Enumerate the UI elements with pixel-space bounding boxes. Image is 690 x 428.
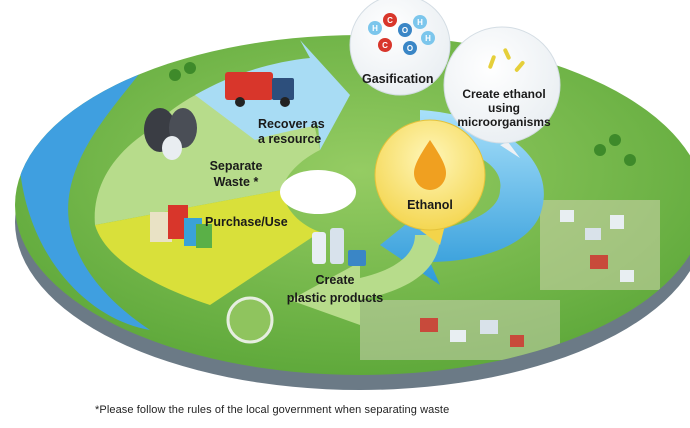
footnote: *Please follow the rules of the local go… <box>95 404 450 416</box>
molecule-label: C <box>387 16 393 25</box>
plastic-arrow <box>290 235 440 325</box>
separate-label-2: Waste * <box>214 175 259 189</box>
molecule-atom <box>383 13 397 27</box>
plastic-label-1: Create <box>316 273 355 287</box>
plastic-label-2: plastic products <box>287 291 384 305</box>
ethanol-bubble <box>374 119 486 245</box>
gasification-label: Gasification <box>362 72 434 86</box>
molecule-atom <box>421 31 435 45</box>
plastic-bottles-illustration <box>312 228 366 266</box>
molecule-label: C <box>382 41 388 50</box>
purchase-label: Purchase/Use <box>205 215 288 229</box>
molecule-atom <box>403 41 417 55</box>
molecule-atom <box>413 15 427 29</box>
microorganisms-icon <box>488 48 525 72</box>
molecule-atom <box>378 38 392 52</box>
molecule-label: H <box>425 34 431 43</box>
ethanol-drop-icon <box>414 140 446 190</box>
shopping-bags-illustration <box>150 205 212 248</box>
garbage-truck-illustration <box>225 72 294 107</box>
create-ethanol-bubble <box>443 26 561 158</box>
separate-label-1: Separate <box>210 159 263 173</box>
recover-label-1: Recover as <box>258 117 325 131</box>
molecule-label: O <box>402 26 408 35</box>
create-ethanol-label-2: using <box>488 101 520 115</box>
molecule-label: H <box>417 18 423 27</box>
center-hole <box>280 170 356 214</box>
recover-label-2: a resource <box>258 132 321 146</box>
molecule-atom <box>398 23 412 37</box>
create-ethanol-label-3: microorganisms <box>457 115 551 129</box>
create-ethanol-label-1: Create ethanol <box>462 87 545 101</box>
city-area <box>169 62 660 360</box>
waste-bags-illustration <box>144 108 197 160</box>
molecule-atom <box>368 21 382 35</box>
ethanol-label: Ethanol <box>407 198 453 212</box>
molecule-label: O <box>407 44 413 53</box>
molecule-label: H <box>372 24 378 33</box>
